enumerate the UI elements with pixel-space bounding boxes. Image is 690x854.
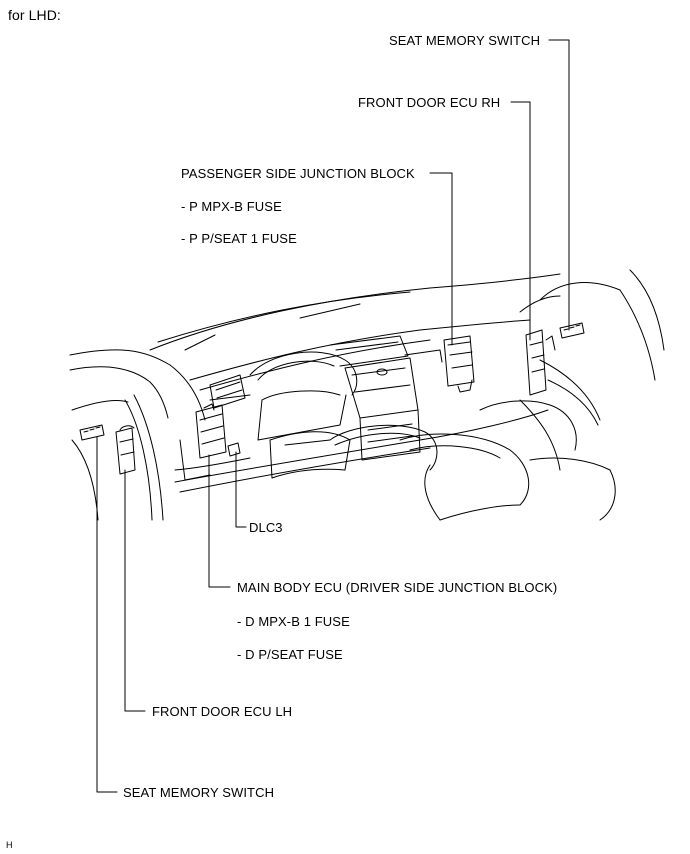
instrument-cluster [249, 335, 409, 479]
leader-dlc3 [235, 451, 247, 528]
label-d-pseat-fuse: - D P/SEAT FUSE [237, 647, 343, 662]
passenger-junction-block-shape [443, 335, 475, 393]
label-front-door-ecu-rh: FRONT DOOR ECU RH [358, 95, 501, 110]
leader-seat-memory-switch-rh [548, 39, 570, 331]
center-console [344, 349, 443, 461]
dashboard-outline [69, 269, 665, 521]
diagram-title: for LHD: [8, 7, 61, 23]
label-d-mpx-b-1-fuse: - D MPX-B 1 FUSE [237, 614, 350, 629]
label-seat-memory-switch-lh: SEAT MEMORY SWITCH [123, 785, 275, 800]
leader-front-door-ecu-rh [510, 101, 531, 341]
label-front-door-ecu-lh: FRONT DOOR ECU LH [152, 704, 293, 719]
seats [329, 400, 616, 521]
front-door-ecu-rh-shape [525, 329, 556, 396]
label-dlc3: DLC3 [249, 520, 283, 535]
seat-memory-switch-lh-shape [79, 424, 105, 441]
label-seat-memory-switch-rh: SEAT MEMORY SWITCH [389, 33, 541, 48]
leader-passenger-junction-block [429, 172, 453, 346]
leader-front-door-ecu-lh [124, 469, 146, 712]
leader-lines [96, 39, 570, 793]
left-vent [174, 374, 251, 481]
dlc3-shape [227, 442, 241, 457]
label-main-body-ecu: MAIN BODY ECU (DRIVER SIDE JUNCTION BLOC… [237, 580, 558, 595]
lower-dash [174, 394, 549, 493]
leader-seat-memory-switch-lh [96, 436, 118, 793]
label-p-mpx-b-fuse: - P MPX-B FUSE [181, 199, 282, 214]
leader-main-body-ecu [208, 454, 231, 588]
label-p-pseat-1-fuse: - P P/SEAT 1 FUSE [181, 231, 297, 246]
label-passenger-junction-block: PASSENGER SIDE JUNCTION BLOCK [181, 166, 415, 181]
front-door-ecu-lh-shape [115, 425, 136, 475]
main-body-ecu-shape [195, 403, 227, 459]
figure-code: H [6, 840, 13, 850]
seat-memory-switch-rh-shape [559, 322, 585, 339]
